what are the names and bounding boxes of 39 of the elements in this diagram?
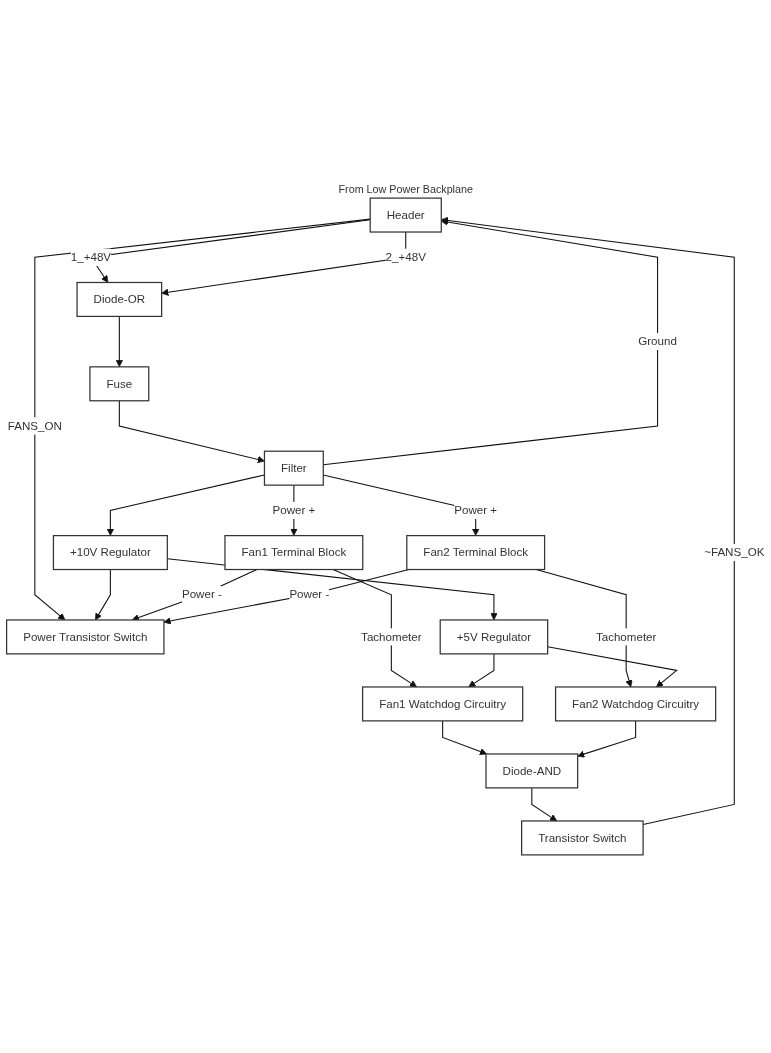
arrow — [118, 400, 265, 464]
node-box: Fan1 Watchdog Circuitry — [362, 686, 524, 722]
edge-label: Power - — [181, 587, 222, 601]
node-box: Filter — [263, 450, 324, 486]
edge-label: Power + — [272, 503, 316, 517]
arrow — [332, 568, 417, 688]
arrow — [531, 787, 558, 822]
node-box: Fan2 Watchdog Circuitry — [554, 686, 717, 722]
arrow — [106, 474, 265, 536]
edge-label: Tachometer — [361, 629, 422, 644]
edge-label: ~FANS_OK — [704, 545, 765, 559]
edge-label: FANS_ON — [7, 418, 62, 433]
edge-label: Power - — [289, 587, 330, 601]
arrow — [440, 216, 735, 826]
node-box: Transistor Switch — [521, 820, 644, 856]
arrow — [577, 720, 637, 758]
edge-label: 2_+48V — [385, 250, 426, 264]
arrow — [442, 720, 487, 756]
node-box: Fan1 Terminal Block — [224, 535, 364, 571]
node-box: +5V Regulator — [439, 619, 549, 655]
node-box: Fan2 Terminal Block — [406, 535, 546, 571]
edge-label: 1_+48V — [70, 250, 112, 264]
edge-label: Ground — [638, 334, 677, 348]
arrow — [547, 646, 678, 688]
node-box: Power Transistor Switch — [6, 619, 165, 655]
node-box: Header — [369, 197, 442, 233]
arrow — [115, 315, 123, 368]
node-box: Fuse — [89, 366, 150, 402]
edge-label: Power + — [454, 503, 498, 517]
arrow — [34, 218, 371, 621]
caption-text: From Low Power Backplane — [338, 183, 473, 196]
node-box: +10V Regulator — [52, 535, 168, 571]
arrow — [161, 231, 407, 296]
arrow — [163, 568, 410, 625]
node-box: Diode-AND — [485, 753, 579, 789]
node-box: Diode-OR — [76, 281, 163, 317]
arrow — [95, 568, 111, 621]
arrow — [468, 653, 495, 688]
edge-label: Tachometer — [595, 629, 657, 644]
